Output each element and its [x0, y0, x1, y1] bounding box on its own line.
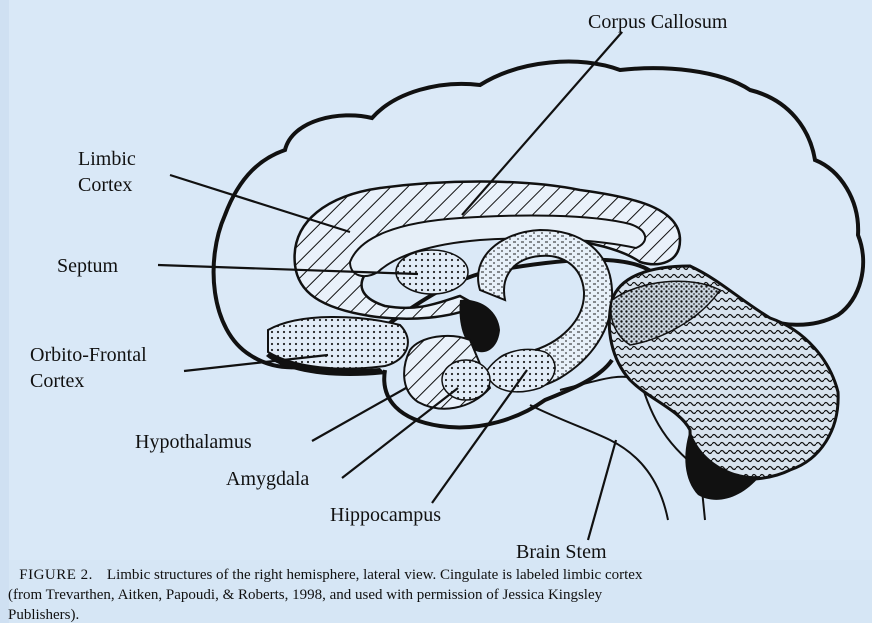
- label-corpus-callosum: Corpus Callosum: [588, 11, 727, 34]
- label-septum: Septum: [57, 255, 118, 278]
- pointer-hypothalamus: [312, 388, 406, 441]
- label-amygdala: Amygdala: [226, 468, 309, 491]
- label-limbic-cortex-line1: Limbic: [78, 148, 136, 171]
- caption-line-3: Publishers).: [8, 605, 872, 623]
- figure-number: FIGURE 2.: [19, 567, 93, 583]
- figure-caption: FIGURE 2. Limbic structures of the right …: [8, 565, 872, 623]
- caption-line-2: (from Trevarthen, Aitken, Papoudi, & Rob…: [8, 585, 872, 605]
- caption-line-1: FIGURE 2. Limbic structures of the right …: [8, 565, 872, 585]
- hippocampus-inner: [486, 349, 555, 391]
- label-hippocampus: Hippocampus: [330, 504, 441, 527]
- orbito-frontal-region: [268, 317, 408, 369]
- pointer-amygdala: [342, 388, 458, 478]
- label-orbito-frontal-line1: Orbito-Frontal: [30, 344, 147, 367]
- label-brain-stem: Brain Stem: [516, 541, 607, 564]
- label-limbic-cortex-line2: Cortex: [78, 174, 132, 197]
- septum: [396, 250, 468, 294]
- pointer-brain-stem: [588, 440, 616, 540]
- label-hypothalamus: Hypothalamus: [135, 431, 252, 454]
- caption-text-1: Limbic structures of the right hemispher…: [107, 567, 643, 583]
- label-orbito-frontal-line2: Cortex: [30, 370, 84, 393]
